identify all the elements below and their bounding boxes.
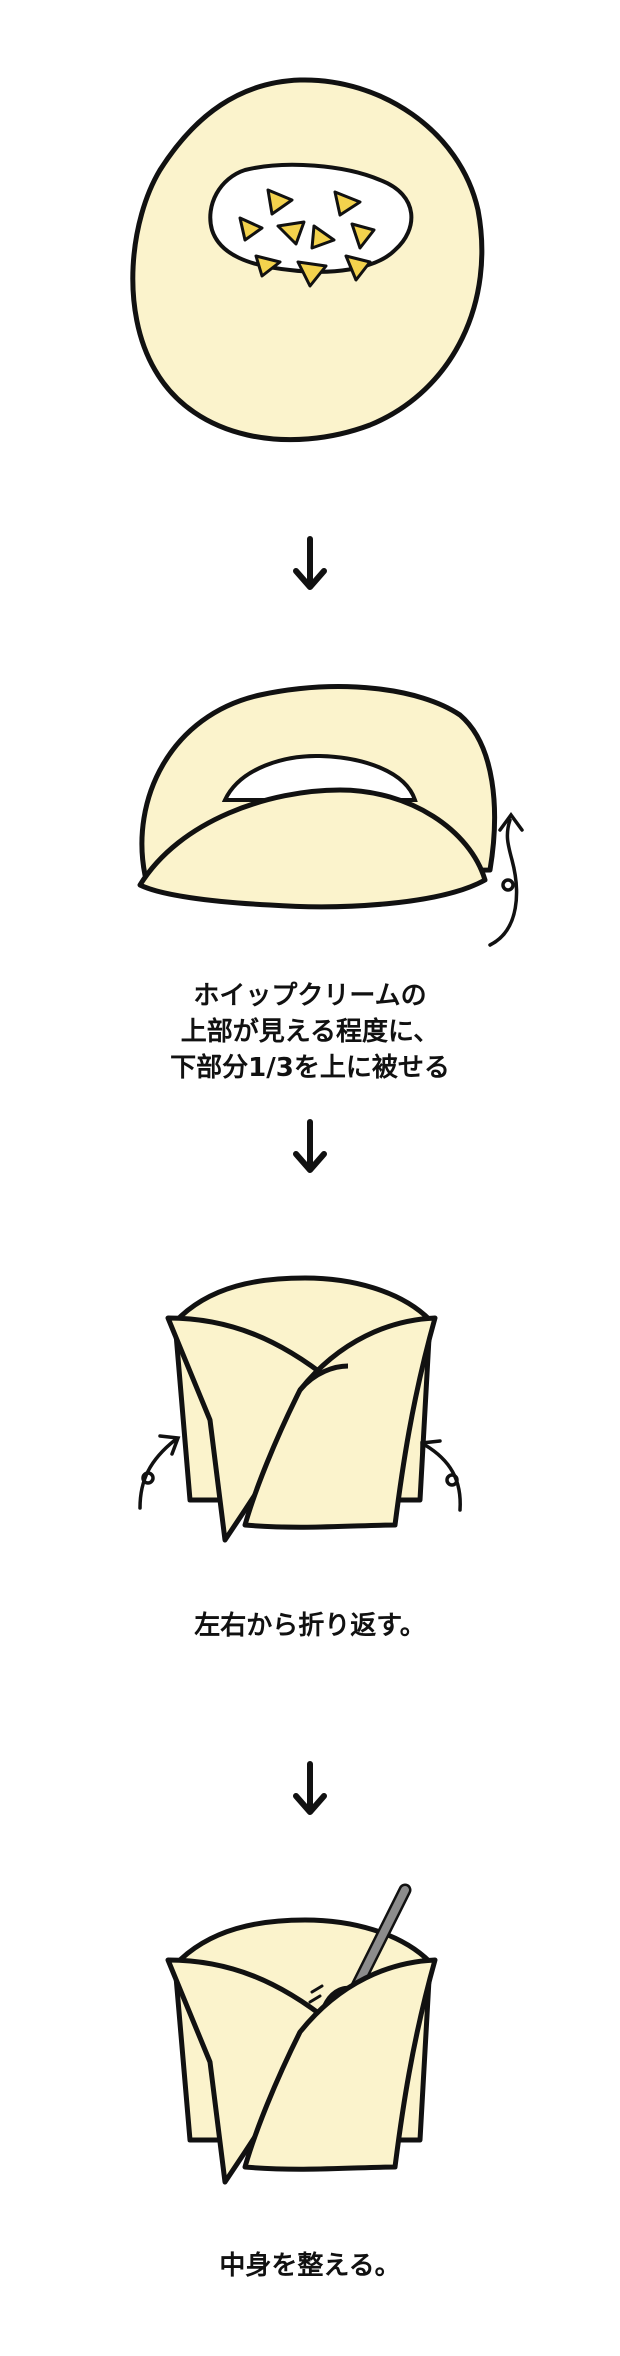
caption-line: ホイップクリームの [193, 981, 427, 1011]
step-4-caption: 中身を整える。 [0, 2248, 620, 2284]
fruit-piece [333, 190, 362, 217]
curl-arrow-icon [488, 812, 524, 947]
fruit-piece [350, 222, 376, 250]
motion-lines [308, 1984, 324, 2004]
fruit-piece [344, 254, 372, 282]
right-flap [242, 1315, 438, 1530]
crepe-folded-bottom-illustration [137, 684, 524, 947]
fruit-piece [254, 254, 282, 278]
down-arrow-icon [293, 1119, 327, 1173]
fruit-piece [310, 224, 336, 250]
crepe-with-cream-illustration [130, 77, 485, 443]
fruit-piece [266, 188, 294, 216]
caption-line: 下部分1/3を上に被せる [170, 1053, 450, 1083]
down-arrow-icon [293, 1761, 327, 1815]
inner-cream-edge [298, 1363, 349, 1392]
fruit-pieces [238, 188, 376, 288]
fruit-piece [238, 216, 264, 242]
down-arrow-icon [293, 536, 327, 590]
crepe-with-spoon-illustration [165, 1883, 438, 2185]
caption-line: 上部が見える程度に、 [180, 1017, 440, 1047]
step-2-caption: ホイップクリームの 上部が見える程度に、 下部分1/3を上に被せる [0, 978, 620, 1086]
curl-arrow-icon [420, 1439, 462, 1512]
step-3-caption: 左右から折り返す。 [0, 1608, 620, 1644]
folded-flap [137, 787, 488, 910]
crepe-folded-sides-illustration [138, 1275, 462, 1543]
caption-line: 中身を整える。 [219, 2251, 401, 2281]
fruit-piece [296, 260, 328, 288]
curl-arrow-icon [138, 1434, 181, 1510]
fruit-piece [276, 220, 306, 246]
right-flap [242, 1957, 438, 2172]
visible-cream [221, 753, 418, 802]
caption-line: 左右から折り返す。 [194, 1611, 426, 1641]
